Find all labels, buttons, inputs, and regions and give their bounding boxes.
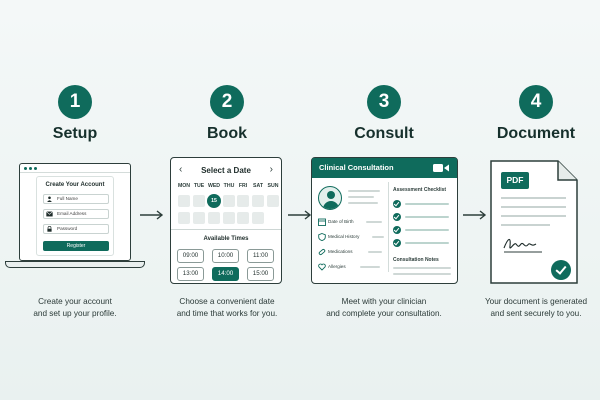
full-name-field[interactable]: Full Name xyxy=(43,194,109,204)
step-consult: 3 Consult Meet with your clinician and c… xyxy=(309,0,459,400)
envelope-icon xyxy=(46,211,53,217)
check-circle-icon xyxy=(551,260,571,280)
step-description: Your document is generated and sent secu… xyxy=(484,297,588,318)
laptop-base xyxy=(5,261,145,268)
weekday-label: WED xyxy=(207,183,221,189)
info-row-medications: Medications xyxy=(318,248,353,256)
patient-avatar xyxy=(318,186,342,210)
placeholder-line xyxy=(405,203,449,205)
step-number: 3 xyxy=(367,85,401,119)
check-circle-icon xyxy=(393,200,401,208)
available-times-label: Available Times xyxy=(203,236,249,242)
placeholder-line xyxy=(348,190,380,192)
weekday-label: MON xyxy=(177,183,191,189)
arrow-right-icon xyxy=(288,210,312,220)
calendar-icon xyxy=(318,218,326,226)
password-field[interactable]: Password xyxy=(43,224,109,234)
date-cell[interactable] xyxy=(193,195,205,207)
check-circle-icon xyxy=(393,213,401,221)
step-title: Document xyxy=(496,125,576,142)
placeholder-line xyxy=(393,267,451,269)
date-cell[interactable] xyxy=(237,212,249,224)
divider xyxy=(171,229,281,230)
placeholder-line xyxy=(405,229,449,231)
step-description: Choose a convenient date and time that w… xyxy=(176,297,278,318)
shield-icon xyxy=(318,233,326,241)
email-field[interactable]: Email Address xyxy=(43,209,109,219)
step-description: Create your account and set up your prof… xyxy=(33,297,117,318)
heart-icon xyxy=(318,263,326,271)
date-cell[interactable] xyxy=(267,195,279,207)
date-cell[interactable] xyxy=(223,195,235,207)
video-camera-icon[interactable] xyxy=(433,163,449,173)
info-row-history: Medical History xyxy=(318,233,359,241)
divider xyxy=(388,182,389,272)
date-cell[interactable] xyxy=(237,195,249,207)
date-cell[interactable] xyxy=(252,195,264,207)
consultation-title: Clinical Consultation xyxy=(319,163,394,172)
step-setup: 1 Setup Create your account and set up y… xyxy=(0,0,150,400)
pill-icon xyxy=(318,248,326,256)
date-cell[interactable] xyxy=(178,195,190,207)
date-cell[interactable] xyxy=(178,212,190,224)
arrow-right-icon xyxy=(463,210,487,220)
placeholder-line xyxy=(405,216,449,218)
arrow-right-icon xyxy=(140,210,164,220)
chevron-left-icon[interactable]: ‹ xyxy=(179,164,183,175)
time-slot[interactable]: 15:00 xyxy=(247,267,274,281)
placeholder-line xyxy=(348,202,378,204)
weekday-label: SAT xyxy=(253,183,263,189)
checklist-title: Assessment Checklist xyxy=(393,187,447,193)
date-cell[interactable] xyxy=(208,212,220,224)
time-slot[interactable]: 09:00 xyxy=(177,249,204,263)
step-title: Book xyxy=(207,125,247,142)
info-row-dob: Date of Birth xyxy=(318,218,354,226)
step-document: 4 Document Your document is generated an… xyxy=(461,0,600,400)
time-slot[interactable]: 13:00 xyxy=(177,267,204,281)
step-number: 4 xyxy=(519,85,553,119)
pdf-badge: PDF xyxy=(501,172,529,189)
placeholder-line xyxy=(348,196,374,198)
step-number: 2 xyxy=(210,85,244,119)
time-slot[interactable]: 10:00 xyxy=(212,249,239,263)
calendar-card: ‹ Select a Date › MON TUE WED THU FRI SA… xyxy=(170,157,282,284)
time-slot[interactable]: 11:00 xyxy=(247,249,274,263)
check-circle-icon xyxy=(393,239,401,247)
lock-icon xyxy=(47,226,52,232)
date-cell[interactable] xyxy=(252,212,264,224)
placeholder-line xyxy=(360,266,380,268)
form-title: Create Your Account xyxy=(45,182,105,188)
placeholder-line xyxy=(405,242,449,244)
weekday-label: TUE xyxy=(193,183,205,189)
placeholder-line xyxy=(393,273,451,275)
consultation-card: Clinical Consultation Date of Birth Medi… xyxy=(311,157,458,284)
weekday-label: THU xyxy=(223,183,235,189)
info-row-allergies: Allergies xyxy=(318,263,346,271)
step-number: 1 xyxy=(58,85,92,119)
date-cell[interactable] xyxy=(223,212,235,224)
date-cell[interactable] xyxy=(193,212,205,224)
weekday-label: FRI xyxy=(238,183,248,189)
user-icon xyxy=(47,196,52,202)
chevron-right-icon[interactable]: › xyxy=(269,164,273,175)
step-title: Setup xyxy=(52,125,98,142)
step-book: 2 Book Choose a convenient date and time… xyxy=(152,0,302,400)
weekday-label: SUN xyxy=(267,183,279,189)
time-slot-selected[interactable]: 14:00 xyxy=(212,267,239,281)
consultation-header: Clinical Consultation xyxy=(312,158,457,178)
window-titlebar xyxy=(20,164,130,173)
placeholder-line xyxy=(368,251,382,253)
signature-icon xyxy=(503,238,542,253)
signup-form: Create Your Account Full Name Email Addr… xyxy=(36,176,114,256)
placeholder-line xyxy=(372,236,384,238)
notes-title: Consultation Notes xyxy=(393,257,439,263)
selected-date[interactable]: 15 xyxy=(207,194,221,208)
calendar-title: Select a Date xyxy=(201,166,251,175)
check-circle-icon xyxy=(393,226,401,234)
register-button[interactable]: Register xyxy=(43,241,109,251)
placeholder-line xyxy=(366,221,382,223)
step-description: Meet with your clinician and complete yo… xyxy=(326,297,442,318)
step-title: Consult xyxy=(354,125,414,142)
